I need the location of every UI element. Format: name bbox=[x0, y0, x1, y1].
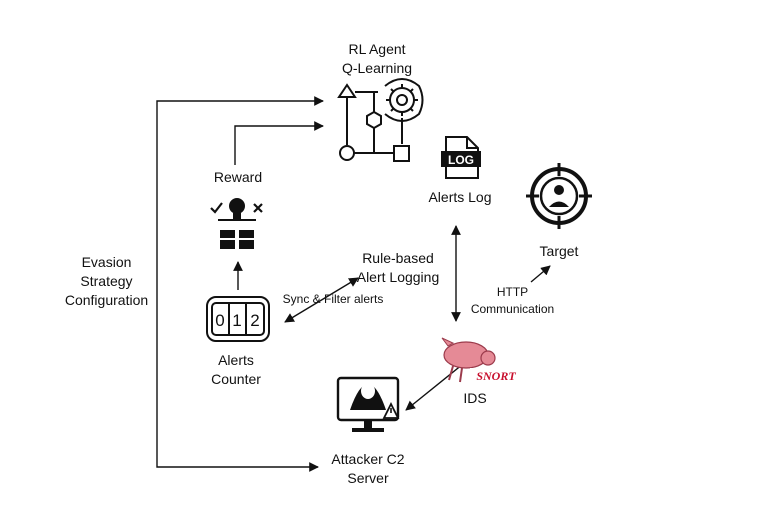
rule-based-label-line2: Alert Logging bbox=[356, 269, 440, 285]
svg-text:2: 2 bbox=[250, 311, 259, 330]
alerts-log-label-text: Alerts Log bbox=[428, 189, 492, 205]
svg-text:0: 0 bbox=[215, 311, 224, 330]
http-label-line1: HTTP bbox=[496, 285, 529, 299]
alerts-counter-label: Alerts Counter bbox=[186, 351, 286, 389]
attacker-c2-label-line1: Attacker C2 bbox=[331, 451, 405, 467]
connectors bbox=[156, 96, 551, 472]
alerts-counter-label-line2: Counter bbox=[211, 371, 261, 387]
alerts-counter-label-line1: Alerts bbox=[218, 352, 254, 368]
snort-ids-logo: SNORT bbox=[441, 337, 522, 383]
target-icon bbox=[526, 163, 592, 229]
reward-label: Reward bbox=[188, 168, 288, 187]
sync-filter-label-text: Sync & Filter alerts bbox=[282, 292, 384, 306]
svg-text:LOG: LOG bbox=[448, 153, 474, 167]
rl-agent-label-line2: Q-Learning bbox=[341, 60, 413, 76]
rule-based-label-line1: Rule-based bbox=[362, 250, 434, 266]
ids-label-text: IDS bbox=[463, 390, 487, 406]
attacker-c2-label-line2: Server bbox=[347, 470, 389, 486]
http-label-line2: Communication bbox=[470, 302, 555, 316]
http-communication-label: HTTP Communication bbox=[455, 284, 570, 318]
target-label: Target bbox=[514, 242, 604, 261]
svg-text:1: 1 bbox=[232, 311, 241, 330]
attacker-monitor-icon bbox=[336, 376, 400, 432]
target-label-text: Target bbox=[539, 243, 579, 259]
rl-agent-icon bbox=[337, 78, 424, 162]
alerts-log-label: Alerts Log bbox=[410, 188, 510, 207]
attacker-c2-label: Attacker C2 Server bbox=[313, 450, 423, 488]
evasion-label-line1: Evasion bbox=[81, 254, 132, 270]
evasion-loop-to-agent bbox=[156, 96, 324, 275]
sync-filter-arrow bbox=[284, 277, 359, 323]
alerts-counter-icon: 0 1 2 bbox=[206, 296, 270, 342]
reward-to-agent-arrow bbox=[234, 121, 324, 165]
rule-based-logging-label: Rule-based Alert Logging bbox=[343, 249, 453, 287]
log-file-icon: LOG bbox=[441, 136, 481, 179]
reward-icon bbox=[210, 198, 263, 249]
reward-label-text: Reward bbox=[213, 169, 263, 185]
rl-agent-label-line1: RL Agent bbox=[348, 41, 406, 57]
evasion-loop-to-c2 bbox=[156, 275, 319, 472]
ids-label: IDS bbox=[440, 389, 510, 408]
ids-to-c2-arrow bbox=[405, 359, 469, 411]
http-to-target-arrow bbox=[530, 265, 551, 283]
evasion-label-line3: Configuration bbox=[64, 292, 149, 308]
evasion-strategy-label: Evasion Strategy Configuration bbox=[49, 253, 164, 310]
svg-text:SNORT: SNORT bbox=[476, 369, 516, 383]
rl-agent-label: RL Agent Q-Learning bbox=[322, 40, 432, 78]
sync-filter-label: Sync & Filter alerts bbox=[268, 291, 398, 308]
evasion-label-line2: Strategy bbox=[80, 273, 133, 289]
